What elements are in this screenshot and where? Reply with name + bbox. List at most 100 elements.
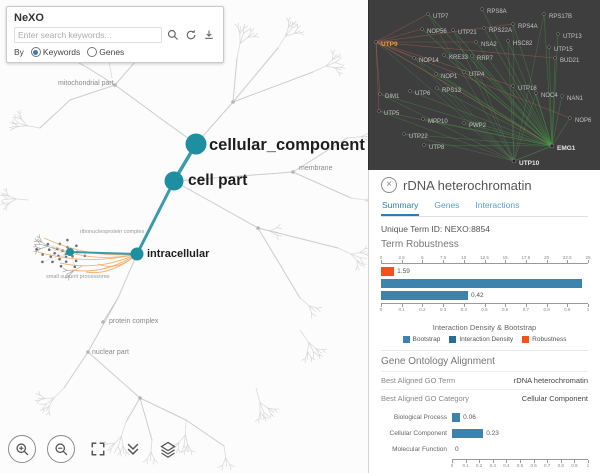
gene-node-label[interactable]: DIM1 [385, 94, 400, 100]
search-icon[interactable] [166, 28, 180, 42]
fit-content-button[interactable] [86, 437, 110, 461]
gene-node[interactable] [534, 91, 538, 95]
close-icon[interactable]: × [381, 177, 397, 193]
gene-node[interactable] [474, 40, 478, 44]
tree-node-label-intracellular[interactable]: intracellular [147, 248, 210, 260]
ontology-term-node[interactable] [66, 248, 74, 256]
gene-node[interactable] [426, 12, 430, 16]
gene-node[interactable] [412, 56, 416, 60]
gene-node-label[interactable]: UTP4 [469, 72, 485, 78]
gene-node[interactable] [420, 27, 424, 31]
tab-interactions[interactable]: Interactions [475, 200, 520, 210]
layers-button[interactable] [156, 437, 180, 461]
gene-node-label[interactable]: UTP10 [519, 160, 540, 167]
tree-node-label-membrane[interactable]: membrane [299, 165, 333, 172]
ontology-tree-canvas[interactable] [0, 0, 368, 473]
gene-node-label[interactable]: RPS22A [489, 28, 512, 34]
robustness-value: 1.59 [397, 268, 410, 275]
gene-node[interactable] [434, 72, 438, 76]
refresh-icon[interactable] [184, 28, 198, 42]
gene-node[interactable] [568, 116, 572, 120]
tree-node-label-mitochondrial-part[interactable]: mitochondrial part [58, 80, 114, 87]
zoom-out-button[interactable] [47, 435, 75, 463]
gene-node[interactable] [374, 40, 378, 44]
gene-node[interactable] [482, 26, 486, 30]
gene-node-label[interactable]: UTP13 [563, 34, 582, 40]
gene-node-label[interactable]: PWP2 [469, 123, 487, 129]
ontology-term-node[interactable] [130, 247, 144, 261]
gene-node-label[interactable]: RPS17B [549, 14, 572, 20]
gene-node[interactable] [511, 84, 515, 88]
gene-node[interactable] [506, 39, 510, 43]
gene-node-label[interactable]: UTP18 [518, 86, 537, 92]
gene-node-label[interactable]: EMG1 [557, 145, 576, 152]
gene-network-canvas[interactable]: UTP7 RPS8A RPS17B NOP56 UTP21 RPS22A RPS4A UTP1… [369, 0, 600, 170]
gene-node[interactable] [408, 89, 412, 93]
download-icon[interactable] [202, 28, 216, 42]
gene-node[interactable] [378, 92, 382, 96]
gene-node[interactable] [556, 32, 560, 36]
gene-node-label[interactable]: UTP8 [429, 145, 445, 151]
gene-node-label[interactable]: UTP22 [409, 134, 428, 140]
gene-node-label[interactable]: UTP7 [433, 14, 449, 20]
gene-node-label[interactable]: UTP5 [384, 111, 400, 117]
tree-node-label-cell-part[interactable]: cell part [188, 172, 248, 189]
tree-node-label-protein-complex[interactable]: protein complex [109, 318, 159, 325]
gene-node[interactable] [560, 94, 564, 98]
search-mode-keywords[interactable]: Keywords [30, 47, 80, 57]
gene-node[interactable] [462, 70, 466, 74]
gene-node[interactable] [462, 121, 466, 125]
tree-node-label-cellular-component[interactable]: cellular_component [209, 136, 365, 154]
gene-node[interactable] [511, 158, 517, 164]
gene-node-label[interactable]: NOP14 [419, 58, 439, 64]
gene-node-label[interactable]: NOP1 [441, 74, 458, 80]
gene-node-label[interactable]: HSC82 [513, 41, 533, 47]
tab-genes[interactable]: Genes [434, 200, 460, 210]
gene-node-label[interactable]: UTP21 [458, 30, 477, 36]
gene-node[interactable] [470, 54, 474, 58]
ontology-term-node[interactable] [185, 133, 207, 155]
gene-node[interactable] [442, 53, 446, 57]
gene-node[interactable] [422, 143, 426, 147]
gene-node-label[interactable]: BUD21 [560, 58, 580, 64]
ontology-term-node[interactable] [164, 171, 184, 191]
gene-node-label[interactable]: RRP7 [477, 56, 494, 62]
gene-node-label[interactable]: NSA2 [481, 42, 497, 48]
search-mode-genes[interactable]: Genes [87, 47, 124, 57]
gene-node[interactable] [435, 86, 439, 90]
gene-node-label[interactable]: RPS8A [487, 9, 507, 15]
gene-node[interactable] [547, 45, 551, 49]
gene-node-label[interactable]: MPP10 [428, 119, 448, 125]
search-input[interactable] [14, 27, 162, 43]
gene-node-label[interactable]: UTP9 [381, 41, 398, 48]
gene-node[interactable] [542, 12, 546, 16]
divider [381, 350, 588, 351]
gene-node-label[interactable]: RPS4A [518, 24, 538, 30]
gene-node[interactable] [451, 28, 455, 32]
collapse-all-button[interactable] [121, 437, 145, 461]
gene-node-label[interactable]: UTP15 [554, 47, 573, 53]
gene-node[interactable] [553, 56, 557, 60]
gene-node[interactable] [480, 7, 484, 11]
gene-node-label[interactable]: NOP56 [427, 29, 447, 35]
gene-node[interactable] [421, 117, 425, 121]
gene-node[interactable] [402, 132, 406, 136]
zoom-in-button[interactable] [8, 435, 36, 463]
gene-node-label[interactable]: NAN1 [567, 96, 584, 102]
gene-node-label[interactable]: KRE33 [449, 55, 469, 61]
gene-node-label[interactable]: RPS13 [442, 88, 462, 94]
tree-node-label-nuclear-part[interactable]: nuclear part [92, 349, 129, 356]
search-by-label: By [14, 47, 24, 57]
gene-node-label[interactable]: NOC4 [541, 93, 558, 99]
gene-node[interactable] [549, 143, 555, 149]
gene-node-label[interactable]: UTP6 [415, 91, 431, 97]
ontology-tree-panel: cellular_component cell part intracellul… [0, 0, 368, 473]
tree-node-label-ribonucleoprotein-complex[interactable]: ribonucleoprotein complex [80, 229, 145, 235]
tree-node-label-small-subunit-processome[interactable]: small subunit processome [46, 274, 110, 280]
gene-node[interactable] [377, 109, 381, 113]
gene-node[interactable] [511, 22, 515, 26]
tab-summary[interactable]: Summary [381, 200, 420, 216]
gene-node-label[interactable]: NOP6 [575, 118, 592, 124]
